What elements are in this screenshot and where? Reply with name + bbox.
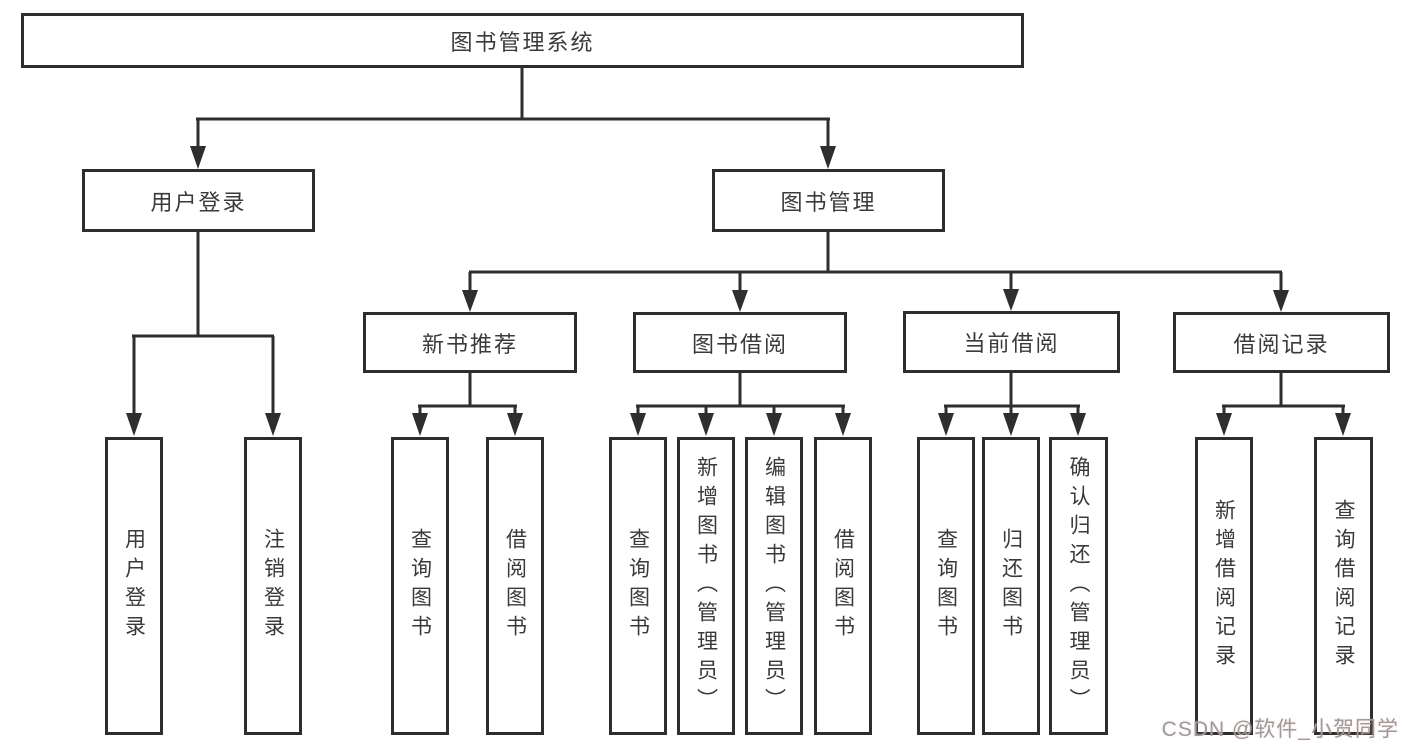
node-book-management-label: 图书管理 <box>780 189 877 215</box>
node-current-return-books: 归还图书 <box>982 437 1040 735</box>
node-book-borrow: 图书借阅 <box>633 312 847 373</box>
node-logout-label: 注销登录 <box>261 528 285 644</box>
node-user-login-label: 用户登录 <box>150 189 247 215</box>
node-root: 图书管理系统 <box>21 13 1024 68</box>
node-book-borrow-label: 图书借阅 <box>691 331 788 357</box>
connectors-book-borrow <box>630 373 851 436</box>
node-borrow-query-books-label: 查询图书 <box>626 528 650 644</box>
node-recommend-query-books-label: 查询图书 <box>408 528 432 644</box>
node-current-confirm-return-admin: 确认归还（管理员） <box>1049 437 1108 735</box>
connectors-book-management <box>462 232 1289 312</box>
node-records-add-record-label: 新增借阅记录 <box>1212 499 1236 673</box>
node-recommend-query-books: 查询图书 <box>391 437 449 735</box>
node-borrow-borrow-books-label: 借阅图书 <box>831 528 855 644</box>
connectors-root <box>190 68 836 169</box>
node-recommend-borrow-books: 借阅图书 <box>486 437 544 735</box>
node-recommend-borrow-books-label: 借阅图书 <box>503 528 527 644</box>
node-records-query-record-label: 查询借阅记录 <box>1332 499 1355 673</box>
connectors-new-book-recommend <box>412 373 523 436</box>
node-current-confirm-return-admin-label: 确认归还（管理员） <box>1067 455 1090 717</box>
node-borrow-edit-books-admin-label: 编辑图书（管理员） <box>762 455 786 717</box>
node-borrow-borrow-books: 借阅图书 <box>814 437 872 735</box>
node-borrow-records: 借阅记录 <box>1173 312 1390 373</box>
node-logout: 注销登录 <box>244 437 302 735</box>
node-borrow-add-books-admin-label: 新增图书（管理员） <box>694 455 718 717</box>
node-borrow-edit-books-admin: 编辑图书（管理员） <box>745 437 803 735</box>
node-user-login-leaf-label: 用户登录 <box>122 528 146 644</box>
connectors-user-login <box>126 232 281 436</box>
node-current-query-books: 查询图书 <box>917 437 975 735</box>
node-user-login-leaf: 用户登录 <box>105 437 163 735</box>
csdn-watermark: CSDN @软件_小贺同学 <box>1161 718 1399 741</box>
node-current-borrow-label: 当前借阅 <box>963 331 1060 356</box>
node-root-label: 图书管理系统 <box>450 29 595 55</box>
node-new-book-recommend-label: 新书推荐 <box>421 331 518 357</box>
node-records-query-record: 查询借阅记录 <box>1314 437 1373 735</box>
node-user-login: 用户登录 <box>82 169 315 232</box>
connectors-current-borrow <box>938 373 1086 436</box>
connectors-borrow-records <box>1216 373 1351 436</box>
node-current-query-books-label: 查询图书 <box>934 528 958 644</box>
node-book-management: 图书管理 <box>712 169 945 232</box>
node-current-borrow: 当前借阅 <box>903 311 1120 373</box>
node-records-add-record: 新增借阅记录 <box>1195 437 1253 735</box>
node-borrow-records-label: 借阅记录 <box>1233 331 1330 357</box>
node-borrow-query-books: 查询图书 <box>609 437 667 735</box>
node-current-return-books-label: 归还图书 <box>999 528 1023 644</box>
node-borrow-add-books-admin: 新增图书（管理员） <box>677 437 735 735</box>
node-new-book-recommend: 新书推荐 <box>363 312 577 373</box>
